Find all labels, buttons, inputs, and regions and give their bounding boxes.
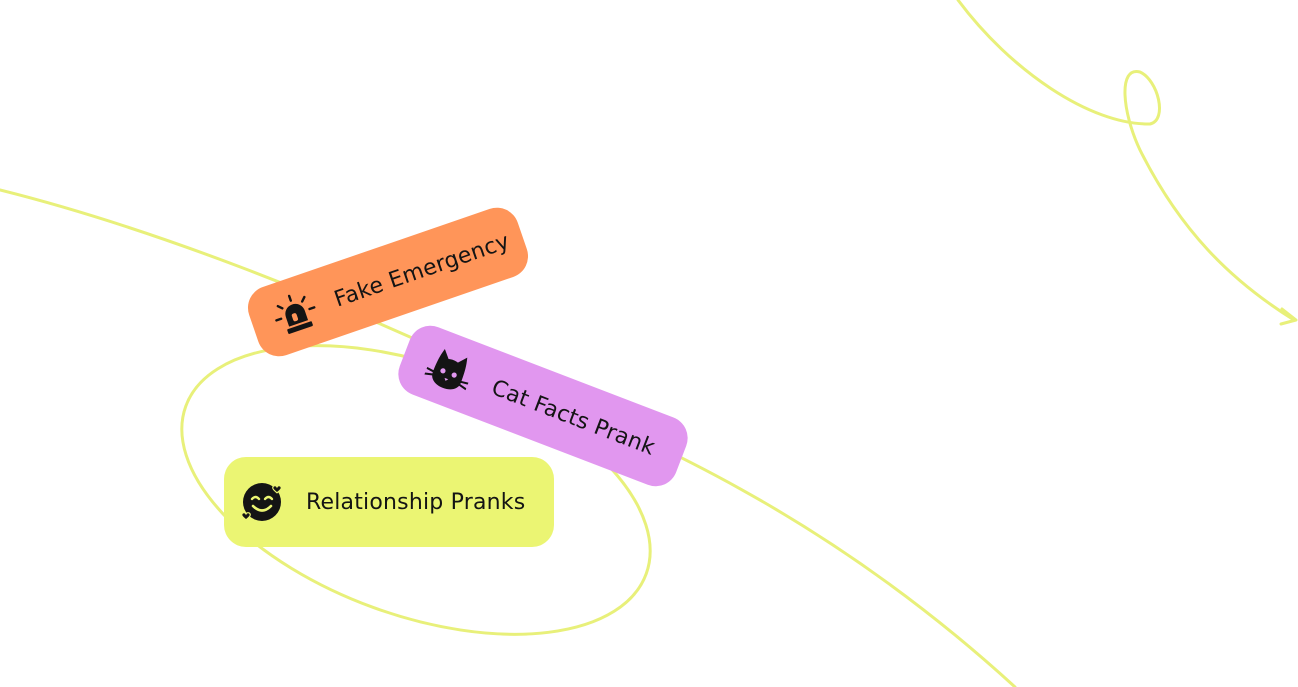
tag-cat-facts-prank[interactable]: Cat Facts Prank bbox=[391, 319, 695, 493]
tag-label: Relationship Pranks bbox=[306, 489, 526, 515]
smiling-face-with-hearts-icon bbox=[240, 480, 284, 524]
curly-arrow-line bbox=[956, 0, 1296, 322]
tag-relationship-pranks[interactable]: Relationship Pranks bbox=[224, 457, 554, 547]
siren-icon bbox=[267, 286, 323, 342]
cat-icon bbox=[421, 342, 478, 399]
arrow-head-icon bbox=[1279, 307, 1298, 326]
tag-fake-emergency[interactable]: Fake Emergency bbox=[242, 201, 534, 363]
